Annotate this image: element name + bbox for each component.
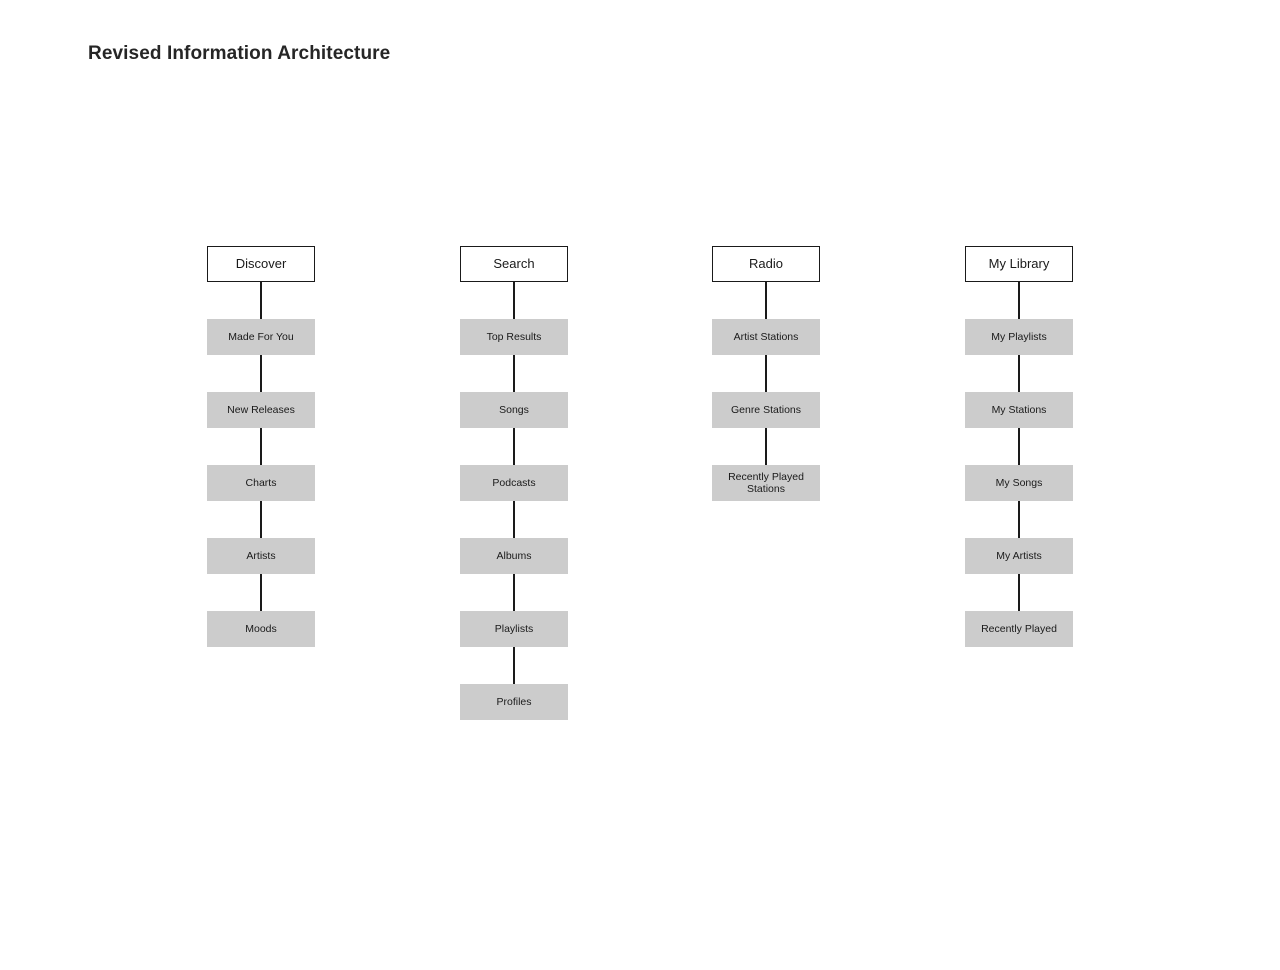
ia-node-label: Moods xyxy=(245,622,277,635)
ia-node-label: My Stations xyxy=(991,403,1047,416)
ia-connector-line xyxy=(965,574,1073,611)
ia-root-node[interactable]: Discover xyxy=(207,246,315,282)
ia-child-node[interactable]: My Artists xyxy=(965,538,1073,574)
ia-child-node[interactable]: Genre Stations xyxy=(712,392,820,428)
ia-node-label: Songs xyxy=(499,403,529,416)
ia-root-node[interactable]: Radio xyxy=(712,246,820,282)
ia-child-node[interactable]: Made For You xyxy=(207,319,315,355)
ia-connector-line xyxy=(460,574,568,611)
ia-child-node[interactable]: New Releases xyxy=(207,392,315,428)
ia-node-label: Discover xyxy=(235,255,287,271)
ia-node-label: New Releases xyxy=(227,403,295,416)
ia-root-node[interactable]: Search xyxy=(460,246,568,282)
ia-connector-line xyxy=(712,428,820,465)
ia-connector-line xyxy=(460,501,568,538)
ia-connector-line xyxy=(460,355,568,392)
ia-node-label: My Songs xyxy=(995,476,1043,489)
ia-child-node[interactable]: Recently Played Stations xyxy=(712,465,820,501)
ia-node-label: My Artists xyxy=(996,549,1042,562)
ia-node-label: Top Results xyxy=(486,330,542,343)
ia-column-my-library: My Library My Playlists My Stations My Song… xyxy=(965,246,1073,647)
ia-child-node[interactable]: Top Results xyxy=(460,319,568,355)
ia-connector-line xyxy=(965,282,1073,319)
ia-connector-line xyxy=(712,282,820,319)
ia-connector-line xyxy=(965,355,1073,392)
ia-child-node[interactable]: Artist Stations xyxy=(712,319,820,355)
ia-child-node[interactable]: Artists xyxy=(207,538,315,574)
ia-node-label: My Library xyxy=(988,255,1050,271)
ia-node-label: Albums xyxy=(496,549,532,562)
ia-connector-line xyxy=(460,282,568,319)
ia-child-node[interactable]: My Playlists xyxy=(965,319,1073,355)
ia-child-node[interactable]: Podcasts xyxy=(460,465,568,501)
ia-node-label: Charts xyxy=(245,476,277,489)
ia-node-label: Recently Played xyxy=(981,622,1057,635)
ia-child-node[interactable]: My Stations xyxy=(965,392,1073,428)
ia-node-label: Playlists xyxy=(494,622,534,635)
ia-child-node[interactable]: Albums xyxy=(460,538,568,574)
ia-connector-line xyxy=(207,282,315,319)
ia-node-label: Search xyxy=(493,255,535,271)
ia-connector-line xyxy=(965,428,1073,465)
ia-connector-line xyxy=(207,428,315,465)
ia-node-label: Made For You xyxy=(228,330,294,343)
ia-connector-line xyxy=(965,501,1073,538)
ia-node-label: Artist Stations xyxy=(733,330,799,343)
ia-node-label: Recently Played Stations xyxy=(728,470,804,495)
ia-child-node[interactable]: Recently Played xyxy=(965,611,1073,647)
ia-child-node[interactable]: Charts xyxy=(207,465,315,501)
ia-node-label: Podcasts xyxy=(492,476,536,489)
ia-connector-line xyxy=(207,501,315,538)
ia-connector-line xyxy=(207,574,315,611)
ia-node-label: My Playlists xyxy=(991,330,1047,343)
ia-connector-line xyxy=(207,355,315,392)
ia-node-label: Profiles xyxy=(496,695,532,708)
ia-connector-line xyxy=(712,355,820,392)
ia-child-node[interactable]: Songs xyxy=(460,392,568,428)
ia-node-label: Genre Stations xyxy=(730,403,802,416)
ia-child-node[interactable]: My Songs xyxy=(965,465,1073,501)
page-title: Revised Information Architecture xyxy=(88,43,391,64)
ia-child-node[interactable]: Profiles xyxy=(460,684,568,720)
ia-child-node[interactable]: Playlists xyxy=(460,611,568,647)
ia-node-label: Radio xyxy=(749,255,783,271)
ia-node-label: Artists xyxy=(246,549,276,562)
ia-child-node[interactable]: Moods xyxy=(207,611,315,647)
ia-connector-line xyxy=(460,647,568,684)
ia-connector-line xyxy=(460,428,568,465)
ia-root-node[interactable]: My Library xyxy=(965,246,1073,282)
